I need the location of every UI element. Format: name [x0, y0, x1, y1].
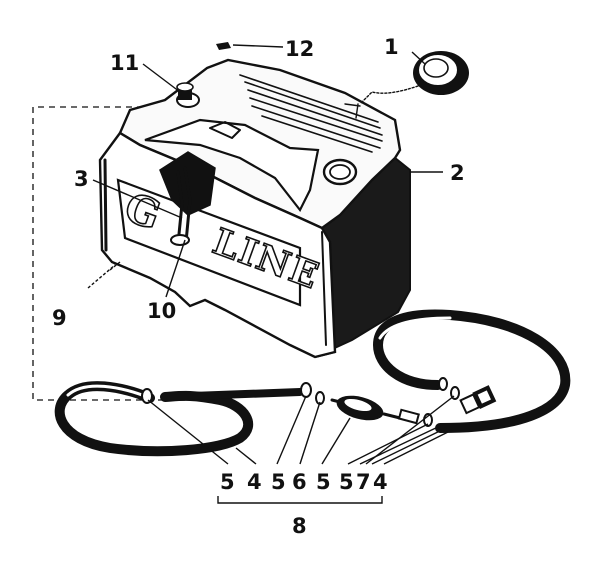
hose-callout-5: 5: [220, 470, 235, 494]
dashed-bracket: [32, 106, 185, 401]
hose-callout-4: 4: [373, 470, 388, 494]
handle-recess: [144, 118, 320, 213]
screw-part: [216, 42, 231, 50]
callout-11: 11: [110, 51, 139, 75]
hose-clamp: [438, 377, 448, 391]
fuel-gauge-knob: [170, 234, 190, 246]
hose-callout-6: 6: [292, 470, 307, 494]
hose-clamp: [141, 388, 153, 404]
callout-10: 10: [147, 299, 176, 323]
callout-8: 8: [292, 514, 307, 538]
callout-9: 9: [52, 306, 67, 330]
hose-fittings: [141, 377, 497, 427]
callout-12: 12: [285, 37, 314, 61]
leader-lines: [87, 44, 455, 504]
right-hose: [373, 309, 571, 433]
left-hose: [54, 381, 304, 457]
label-panel: [116, 178, 302, 307]
hose-callout-7: 7: [356, 470, 371, 494]
top-shading: [239, 74, 383, 153]
quick-connector: [459, 385, 497, 415]
hose-callout-5: 5: [316, 470, 331, 494]
hose-callout-4: 4: [247, 470, 262, 494]
hose-clamp: [300, 382, 312, 398]
vent-screw: [176, 82, 200, 108]
hose-callout-5: 5: [339, 470, 354, 494]
callout-1: 1: [384, 35, 399, 59]
hose-callout-5: 5: [271, 470, 286, 494]
callout-3: 3: [74, 167, 89, 191]
callout-2: 2: [450, 161, 465, 185]
fuel-tank: G LINE: [98, 58, 411, 359]
fill-opening: [322, 158, 358, 186]
connector: [397, 408, 420, 425]
fuel-cap: [344, 51, 469, 119]
